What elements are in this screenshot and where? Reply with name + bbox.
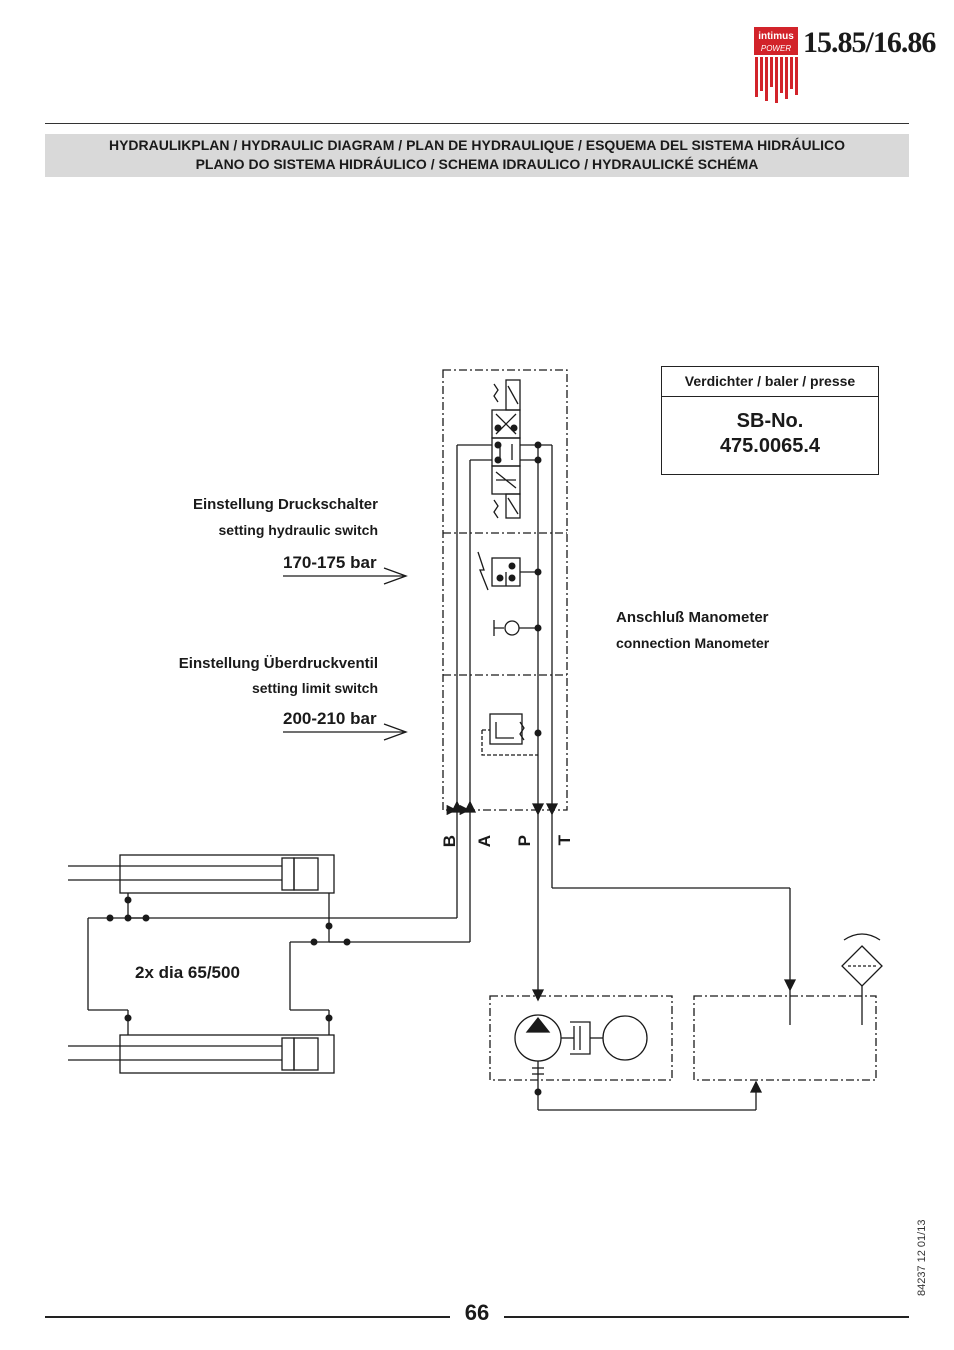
sb-number-box: Verdichter / baler / presse SB-No. 475.0… bbox=[661, 366, 879, 475]
sb-line-1: SB-No. bbox=[736, 410, 804, 432]
port-a-label: A bbox=[475, 835, 494, 847]
cylinders-label: 2x dia 65/500 bbox=[135, 963, 240, 982]
intimus-logo: intimus POWER bbox=[754, 27, 798, 103]
pump bbox=[514, 1014, 648, 1110]
title-line-2: PLANO DO SISTEMA HIDRÁULICO / SCHEMA IDR… bbox=[195, 156, 759, 172]
document-code: 84237 12 01/13 bbox=[916, 1219, 928, 1296]
sb-line-2: 475.0065.4 bbox=[719, 435, 821, 457]
sb-value: SB-No. 475.0065.4 bbox=[662, 397, 878, 459]
tank-enclosure bbox=[693, 995, 877, 1081]
logo-brand-text: intimus bbox=[758, 31, 794, 42]
top-rule bbox=[45, 123, 909, 124]
valve-block-enclosure bbox=[442, 369, 568, 811]
manometer-connection bbox=[493, 620, 538, 636]
cylinder-1 bbox=[68, 854, 335, 894]
bottom-rule-left bbox=[45, 1316, 450, 1318]
junction-dots bbox=[106, 424, 542, 1096]
relief-label-de: Einstellung Überdruckventil bbox=[179, 655, 378, 672]
model-title: 15.85/16.86 bbox=[803, 26, 936, 59]
pump-unit-enclosure bbox=[489, 995, 673, 1081]
page-number: 66 bbox=[464, 1300, 490, 1325]
port-p-label: P bbox=[515, 835, 534, 846]
relief-valve bbox=[481, 713, 538, 756]
logo-sub-text: POWER bbox=[761, 44, 791, 53]
pressure-switch bbox=[477, 551, 521, 591]
manometer-label-de: Anschluß Manometer bbox=[616, 609, 769, 626]
directional-valve bbox=[491, 379, 521, 519]
relief-label-en: setting limit switch bbox=[252, 680, 378, 696]
port-t-label: T bbox=[555, 834, 574, 845]
switch-value: 170-175 bar bbox=[283, 553, 377, 572]
switch-label-en: setting hydraulic switch bbox=[219, 522, 378, 538]
sb-caption: Verdichter / baler / presse bbox=[662, 367, 878, 397]
switch-label-de: Einstellung Druckschalter bbox=[193, 496, 378, 513]
filter bbox=[841, 933, 883, 1025]
cylinder-2 bbox=[68, 1034, 335, 1074]
title-line-1: HYDRAULIKPLAN / HYDRAULIC DIAGRAM / PLAN… bbox=[108, 137, 846, 153]
bottom-rule-right bbox=[504, 1316, 909, 1318]
relief-value: 200-210 bar bbox=[283, 709, 377, 728]
manometer-label-en: connection Manometer bbox=[616, 635, 770, 651]
port-b-label: B bbox=[440, 835, 459, 847]
title-band: HYDRAULIKPLAN / HYDRAULIC DIAGRAM / PLAN… bbox=[45, 134, 909, 177]
